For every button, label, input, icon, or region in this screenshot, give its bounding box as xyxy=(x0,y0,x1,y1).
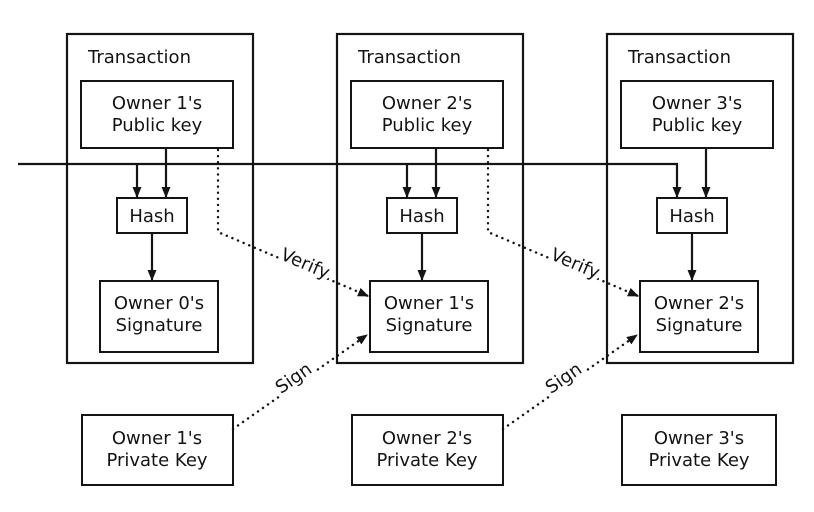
sign-label-1: Sign xyxy=(272,359,316,399)
verify-label-1: Verify xyxy=(278,244,334,283)
private-key-line2: Private Key xyxy=(648,450,749,471)
verify-label-2: Verify xyxy=(548,244,604,283)
signature-box xyxy=(369,280,489,353)
hash-label: Hash xyxy=(669,206,714,227)
transaction-box xyxy=(335,32,525,365)
signature-line2: Signature xyxy=(386,315,473,336)
signature-line1: Owner 0's xyxy=(114,293,204,314)
verify-arrow-1 xyxy=(216,148,370,298)
public-key-line1: Owner 2's xyxy=(382,93,472,114)
public-key-box xyxy=(350,80,504,149)
transaction-box xyxy=(605,32,795,365)
signature-line2: Signature xyxy=(656,315,743,336)
public-key-line1: Owner 1's xyxy=(112,93,202,114)
private-key-line2: Private Key xyxy=(376,450,477,471)
private-key-2: Owner 2's Private Key xyxy=(351,414,504,486)
private-key-3: Owner 3's Private Key xyxy=(621,414,777,486)
private-key-1: Owner 1's Private Key xyxy=(81,414,234,486)
public-key-box xyxy=(620,80,774,149)
hash-box xyxy=(656,197,728,234)
hash-label: Hash xyxy=(399,206,444,227)
transaction-title: Transaction xyxy=(87,47,191,68)
private-key-box xyxy=(621,414,777,486)
chain-link-line xyxy=(18,162,682,198)
verify-arrow-2 xyxy=(486,148,640,298)
transaction-title: Transaction xyxy=(627,47,731,68)
transaction-title: Transaction xyxy=(357,47,461,68)
transaction-box xyxy=(65,32,255,365)
signature-line1: Owner 1's xyxy=(384,293,474,314)
private-key-line1: Owner 1's xyxy=(112,428,202,449)
transaction-2: Transaction Owner 2's Public key Hash Ow… xyxy=(335,32,525,365)
hash-box xyxy=(386,197,458,234)
public-key-line1: Owner 3's xyxy=(652,93,742,114)
signature-line1: Owner 2's xyxy=(654,293,744,314)
private-key-line2: Private Key xyxy=(106,450,207,471)
private-key-line1: Owner 3's xyxy=(654,428,744,449)
signature-box xyxy=(99,280,219,353)
private-key-box xyxy=(81,414,234,486)
transaction-3: Transaction Owner 3's Public key Hash Ow… xyxy=(605,32,795,365)
private-key-box xyxy=(351,414,504,486)
sign-label-2: Sign xyxy=(542,359,586,399)
signature-line2: Signature xyxy=(116,315,203,336)
hash-label: Hash xyxy=(129,206,174,227)
private-key-line1: Owner 2's xyxy=(382,428,472,449)
transaction-1: Transaction Owner 1's Public key Hash Ow… xyxy=(65,32,255,365)
public-key-line2: Public key xyxy=(112,115,203,136)
public-key-line2: Public key xyxy=(652,115,743,136)
public-key-line2: Public key xyxy=(382,115,473,136)
signature-box xyxy=(639,280,759,353)
public-key-box xyxy=(80,80,234,149)
